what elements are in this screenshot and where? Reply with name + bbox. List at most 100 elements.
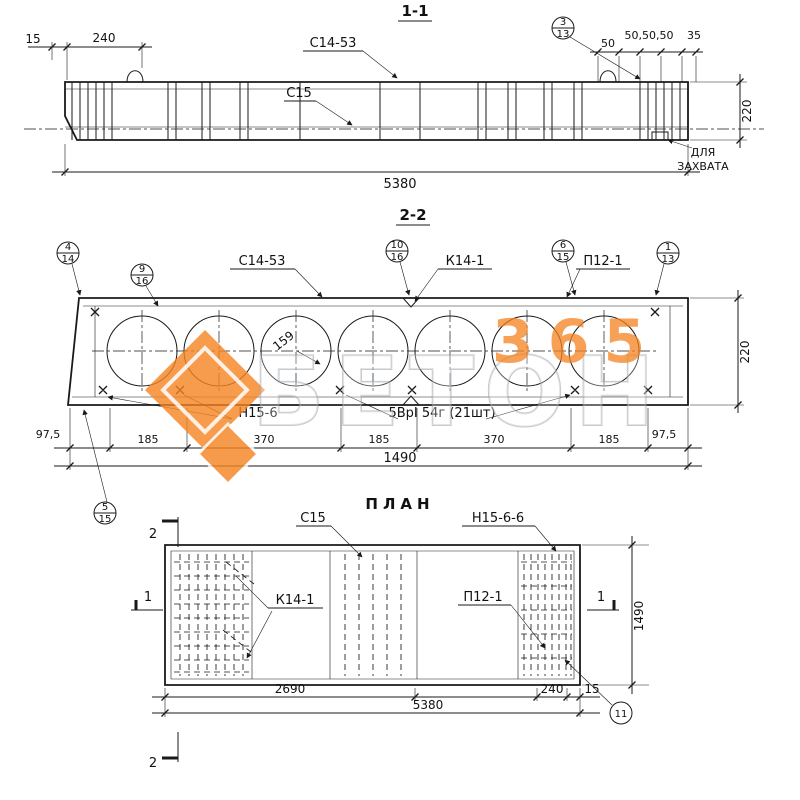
dim-5380: 5380: [413, 698, 444, 712]
dim-97-5-right: 97,5: [652, 428, 677, 441]
label-leader: [510, 604, 546, 649]
label-p12-1: П12-1: [463, 590, 502, 605]
dim-ticks: [161, 693, 584, 701]
callout-top-number: 3: [560, 17, 566, 28]
dim-1490: 1490: [632, 601, 646, 632]
label-p12-1: П12-1: [583, 254, 622, 269]
callout-bottom-number: 16: [391, 252, 404, 263]
dim-185: 185: [369, 433, 390, 446]
callout-top-number: 4: [65, 242, 71, 253]
dim-185: 185: [138, 433, 159, 446]
mesh-boundary-lines: [251, 551, 519, 679]
label-c14-53: С14-53: [310, 36, 357, 51]
dim-220: 220: [738, 341, 752, 364]
callout-leader: [654, 263, 665, 296]
label-leader: [294, 268, 323, 298]
right-mesh-vertical-dashes: [523, 554, 572, 676]
label-leader: [315, 100, 353, 126]
c15-mesh-dashes: [344, 554, 402, 676]
dim-ext-lines: [597, 56, 697, 82]
callout-9-16: 9 16: [130, 263, 159, 307]
plan-outline: [164, 544, 581, 686]
callout-top-number: 1: [665, 242, 671, 253]
watermark-diamond-inner: [160, 345, 250, 435]
callout-bottom-number: 13: [557, 29, 570, 40]
callout-top-number: 5: [102, 502, 108, 513]
dim-ticks: [736, 78, 744, 144]
callout-10-16: 10 16: [385, 239, 411, 296]
dim-ticks: [628, 541, 636, 689]
callout-leader: [82, 409, 108, 503]
beam-outline: [64, 81, 689, 141]
label-c15: С15: [300, 511, 326, 526]
dim-ticks: [161, 709, 584, 717]
callout-5-15: 5 15: [82, 409, 117, 525]
grip-label-line1: ДЛЯ: [691, 146, 716, 159]
callout-leader: [564, 659, 613, 706]
diagonal-rebar-marks: [222, 561, 255, 653]
label-leader: [414, 268, 439, 302]
label-leaders: [345, 395, 570, 420]
watermark-diamond-logo: [145, 330, 265, 450]
dim-220: 220: [740, 100, 754, 123]
label-k14-1: К14-1: [276, 593, 315, 608]
stirrup-lines: [71, 82, 681, 140]
callout-4-14: 4 14: [56, 241, 82, 296]
label-leader: [330, 525, 363, 558]
callout-leader: [569, 36, 641, 80]
watermark: БЕТОН 365: [145, 307, 659, 487]
section-marker-1-right: 1: [587, 590, 619, 611]
label-leader: [362, 50, 398, 79]
callout-bottom-number: 14: [62, 254, 75, 265]
left-mesh-horizontal-dashes: [174, 561, 249, 673]
dim-5380: 5380: [383, 177, 416, 192]
callout-leader: [399, 261, 411, 296]
section-1-1: 1-1 15 240 50 50,50,50 35 3 13 С14-53: [24, 2, 764, 192]
label-wire-bars: 5ВрI 54г (21шт): [388, 406, 495, 421]
dim-ticks: [734, 294, 742, 409]
section-marker-number: 1: [597, 590, 605, 605]
callout-bottom-number: 15: [99, 514, 112, 525]
right-mesh-horizontal-dashes: [521, 561, 572, 659]
grip-leader: [667, 138, 693, 149]
dim-15: 15: [584, 682, 599, 696]
callout-bottom-number: 13: [662, 254, 675, 265]
dim-50: 50: [601, 37, 615, 50]
callout-leader: [145, 285, 159, 307]
plan-title: ПЛАН: [365, 495, 434, 513]
label-leader: [566, 268, 581, 298]
section-marker-number: 2: [149, 756, 157, 771]
section-marker-1-left: 1: [131, 590, 163, 611]
callout-top-number: 9: [139, 264, 145, 275]
section-marker-2-bottom: 2: [149, 732, 179, 771]
section-marker-number: 1: [144, 590, 152, 605]
slab-outline: [67, 297, 689, 406]
dim-185: 185: [599, 433, 620, 446]
label-c15: С15: [286, 86, 312, 101]
dim-35: 35: [687, 29, 701, 42]
dim-370: 370: [254, 433, 275, 446]
callout-top-number: 10: [391, 240, 404, 251]
callout-top-number: 6: [560, 240, 566, 251]
callout-bottom-number: 16: [136, 276, 149, 287]
lifting-loops: [126, 70, 617, 83]
dim-ticks: [48, 43, 146, 51]
dim-ticks: [61, 168, 692, 176]
dim-ext-lines: [690, 81, 747, 141]
plan-inner-outline: [170, 550, 575, 680]
left-mesh-vertical-dashes: [179, 554, 244, 676]
section-2-2-title: 2-2: [399, 206, 426, 224]
callout-1-13: 1 13: [654, 241, 680, 296]
section-1-1-title: 1-1: [401, 2, 428, 20]
callout-number: 11: [615, 709, 628, 720]
callout-3-13: 3 13: [551, 16, 641, 80]
dim-ext-lines: [164, 688, 581, 717]
label-n15-6-6: Н15-6-6: [472, 511, 524, 526]
slab-inner-lines: [72, 305, 683, 398]
section-marker-2-top: 2: [149, 517, 179, 547]
watermark-number-text: 365: [492, 307, 659, 377]
callout-11: 11: [564, 659, 633, 725]
dim-2690: 2690: [275, 682, 306, 696]
dim-ticks: [66, 462, 692, 470]
